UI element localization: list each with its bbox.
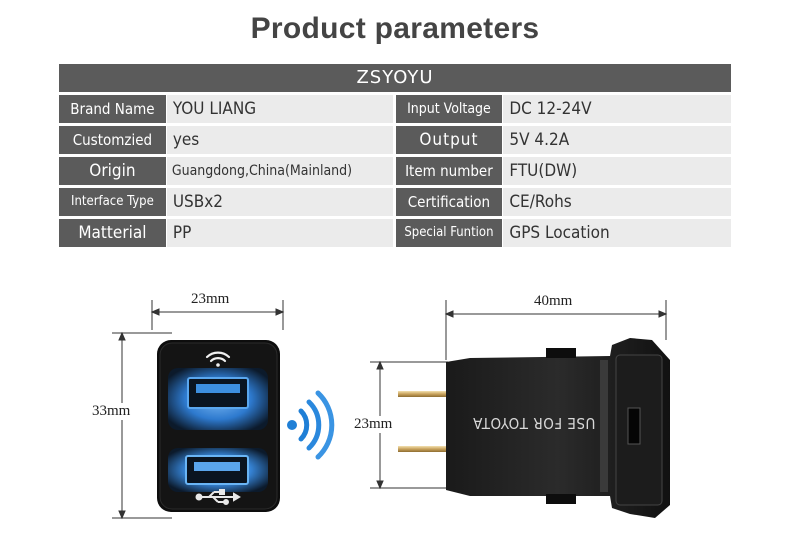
- front-height-label: 33mm: [92, 403, 131, 420]
- param-value: Guangdong,China(Mainland): [166, 157, 393, 185]
- param-value: 5V 4.2A: [503, 126, 732, 154]
- param-label: Certification: [395, 188, 503, 216]
- usb-icon: [195, 489, 241, 505]
- side-height-label: 23mm: [354, 416, 393, 433]
- table-row: Interface Type USBx2 Certification CE/Ro…: [59, 188, 732, 216]
- side-width-label: 40mm: [534, 293, 573, 310]
- param-label: Output: [395, 126, 503, 154]
- table-row: Matterial PP Special Funtion GPS Locatio…: [59, 219, 732, 247]
- param-label: Input Voltage: [395, 95, 503, 123]
- param-value: YOU LIANG: [166, 95, 393, 123]
- param-label: Interface Type: [59, 188, 166, 216]
- table-row: Origin Guangdong,China(Mainland) Item nu…: [59, 157, 731, 185]
- wifi-icon: [205, 351, 231, 367]
- param-value: PP: [166, 219, 393, 247]
- product-body-text: USE FOR TOYOTA: [472, 414, 596, 432]
- front-width-label: 23mm: [191, 291, 230, 307]
- brand-banner: ZSYOYU: [59, 64, 731, 92]
- param-value: CE/Rohs: [503, 188, 732, 216]
- signal-icon: [287, 390, 335, 460]
- param-label: Origin: [59, 157, 166, 185]
- param-label: Item number: [395, 157, 503, 185]
- param-label: Special Funtion: [395, 219, 503, 247]
- param-label: Matterial: [59, 219, 166, 247]
- page-title: Product parameters: [250, 12, 540, 45]
- param-value: yes: [166, 126, 393, 154]
- front-height-dimension: [112, 331, 172, 520]
- param-label: Brand Name: [59, 95, 166, 123]
- table-row: Brand Name YOU LIANG Input Voltage DC 12…: [59, 95, 732, 123]
- param-value: GPS Location: [503, 219, 732, 247]
- parameters-table: ZSYOYU Brand Name YOU LIANG Input Voltag…: [59, 64, 732, 247]
- table-row: Customzied yes Output 5V 4.2A: [59, 126, 732, 154]
- socket-front-view: [157, 340, 280, 512]
- param-value: DC 12-24V: [503, 95, 732, 123]
- param-value: USBx2: [166, 188, 393, 216]
- param-value: FTU(DW): [503, 157, 731, 185]
- param-label: Customzied: [59, 126, 166, 154]
